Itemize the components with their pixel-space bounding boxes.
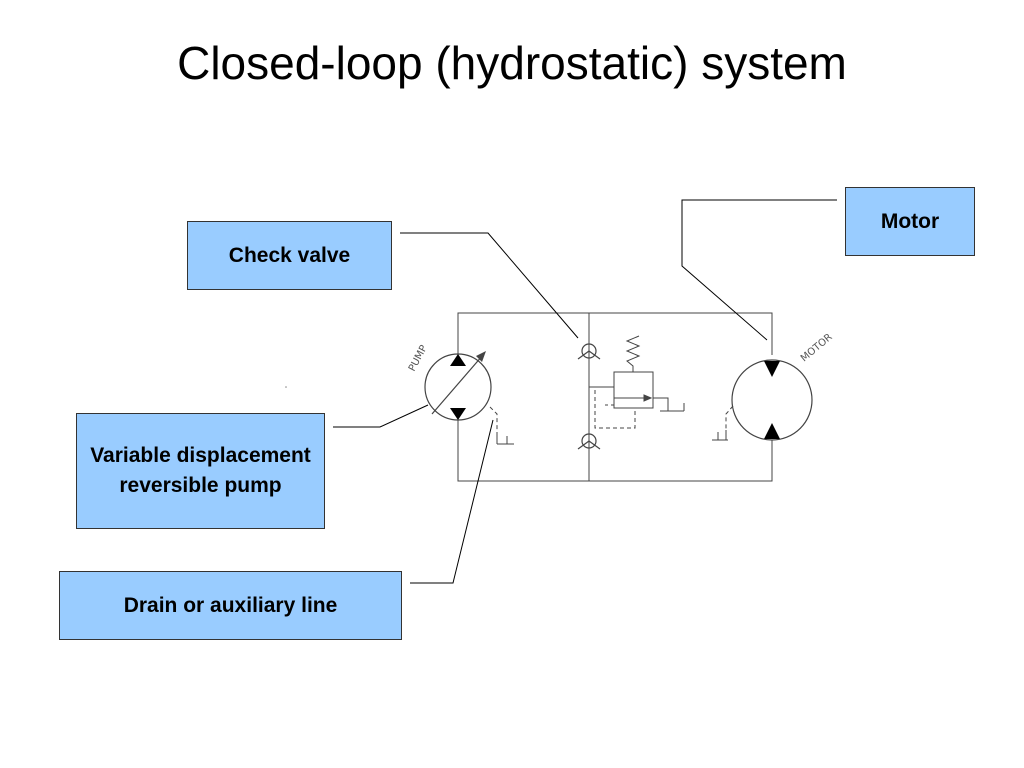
leader-drain [410,419,494,584]
check-valve-upper [577,343,601,360]
motor-symbol: MOTOR [731,332,835,441]
bottom-line [457,420,773,482]
slide-title: Closed-loop (hydrostatic) system [177,37,847,89]
leader-motor [681,199,837,341]
motor-drain-line [712,405,734,441]
check-valve-callout: Check valve [187,221,392,290]
motor-label: Motor [880,209,940,233]
leader-lines [333,199,837,584]
stray-dot [285,386,287,388]
relief-valve [589,335,685,429]
pump-label: Variable displacement reversible pump [90,444,311,497]
drain-label: Drain or auxiliary line [123,593,338,617]
top-line [457,312,773,355]
drain-callout: Drain or auxiliary line [59,571,402,640]
pump-triangle-down [450,408,466,420]
leader-pump [333,404,429,428]
motor-triangle-up [764,423,780,439]
pump-callout: Variable displacement reversible pump [76,413,325,529]
variable-arrow-head [476,351,486,362]
motor-triangle-down [764,361,780,377]
motor-circle [731,359,813,441]
pump-triangle-up [450,354,466,366]
pump-drain-line [489,406,514,445]
motor-hand-label: MOTOR [799,332,835,365]
motor-callout: Motor [845,187,975,256]
variable-arrow-line [431,354,484,415]
pump-hand-label: PUMP [407,344,430,374]
check-valve-lower [577,433,601,450]
check-valve-label: Check valve [228,243,351,267]
leader-check-valve [400,232,579,339]
circuit-lines [457,312,773,482]
